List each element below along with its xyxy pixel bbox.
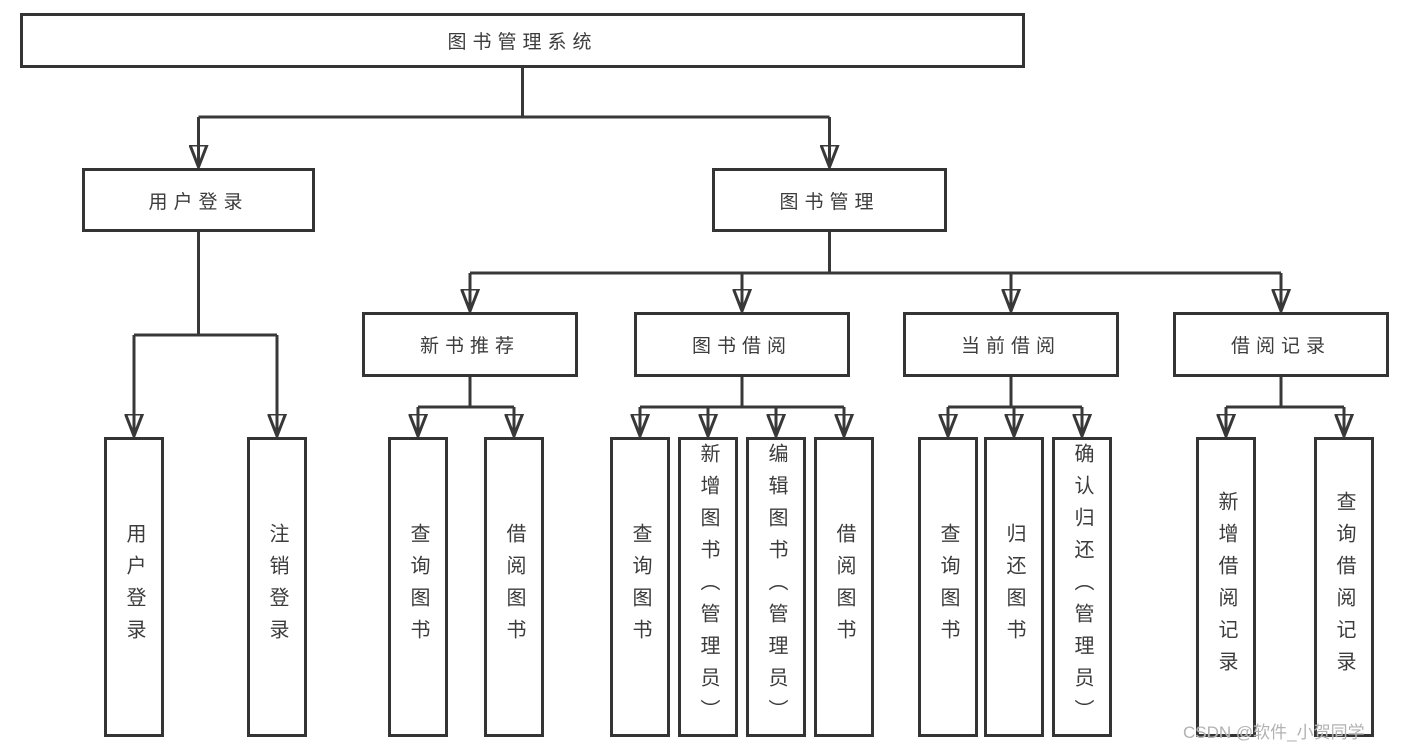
leaf-query-books-2: 查询图书: [610, 437, 670, 737]
leaf-user-login-label: 用户登录: [123, 523, 145, 651]
leaf-borrow-books-2-label: 借阅图书: [833, 523, 855, 651]
leaf-edit-books-admin-label: 编辑图书（管理员）: [765, 443, 787, 731]
connector-book-borrow-bracket: [640, 377, 844, 409]
node-new-book-recommend-label: 新书推荐: [419, 336, 520, 357]
connector-root-bracket: [198, 68, 830, 119]
leaf-query-books-1-label: 查询图书: [407, 523, 429, 651]
node-book-management-label: 图书管理: [779, 191, 880, 213]
leaf-return-books-label: 归还图书: [1003, 523, 1025, 651]
connector-records-bracket: [1226, 377, 1344, 409]
leaf-add-books-admin: 新增图书（管理员）: [678, 437, 738, 737]
leaf-confirm-return-admin-label: 确认归还（管理员）: [1071, 443, 1093, 731]
leaf-query-books-3-label: 查询图书: [937, 523, 959, 651]
leaf-query-borrow-record-label: 查询借阅记录: [1333, 491, 1355, 683]
connector-current-borrow-bracket: [948, 377, 1082, 409]
leaf-add-books-admin-label: 新增图书（管理员）: [697, 443, 719, 731]
leaf-edit-books-admin: 编辑图书（管理员）: [746, 437, 806, 737]
node-new-book-recommend: 新书推荐: [362, 312, 578, 377]
node-borrow-records: 借阅记录: [1173, 312, 1389, 377]
node-user-login: 用户登录: [82, 168, 315, 232]
node-library-system-label: 图书管理系统: [447, 32, 598, 53]
leaf-borrow-books-1: 借阅图书: [484, 437, 544, 737]
connector-user-login-bracket: [134, 232, 277, 337]
leaf-query-books-3: 查询图书: [918, 437, 978, 737]
leaf-borrow-books-2: 借阅图书: [814, 437, 874, 737]
node-library-system: 图书管理系统: [20, 13, 1025, 68]
node-current-borrow: 当前借阅: [903, 312, 1119, 377]
leaf-logout: 注销登录: [247, 437, 307, 737]
node-borrow-records-label: 借阅记录: [1230, 336, 1331, 357]
node-book-management: 图书管理: [712, 168, 947, 232]
leaf-add-borrow-record-label: 新增借阅记录: [1215, 491, 1237, 683]
leaf-return-books: 归还图书: [984, 437, 1044, 737]
leaf-confirm-return-admin: 确认归还（管理员）: [1052, 437, 1112, 737]
leaf-query-books-2-label: 查询图书: [629, 523, 651, 651]
csdn-watermark: CSDN @软件_小贺同学: [1183, 723, 1365, 742]
leaf-query-borrow-record: 查询借阅记录: [1314, 437, 1374, 737]
leaf-borrow-books-1-label: 借阅图书: [503, 523, 525, 651]
leaf-add-borrow-record: 新增借阅记录: [1196, 437, 1256, 737]
node-current-borrow-label: 当前借阅: [960, 336, 1061, 357]
leaf-logout-label: 注销登录: [266, 523, 288, 651]
connector-book-mgmt-bracket: [470, 232, 1281, 275]
leaf-user-login: 用户登录: [104, 437, 164, 737]
connector-new-book-bracket: [418, 377, 514, 409]
node-book-borrow: 图书借阅: [634, 312, 850, 377]
node-book-borrow-label: 图书借阅: [691, 336, 792, 357]
node-user-login-label: 用户登录: [148, 191, 249, 213]
leaf-query-books-1: 查询图书: [388, 437, 448, 737]
